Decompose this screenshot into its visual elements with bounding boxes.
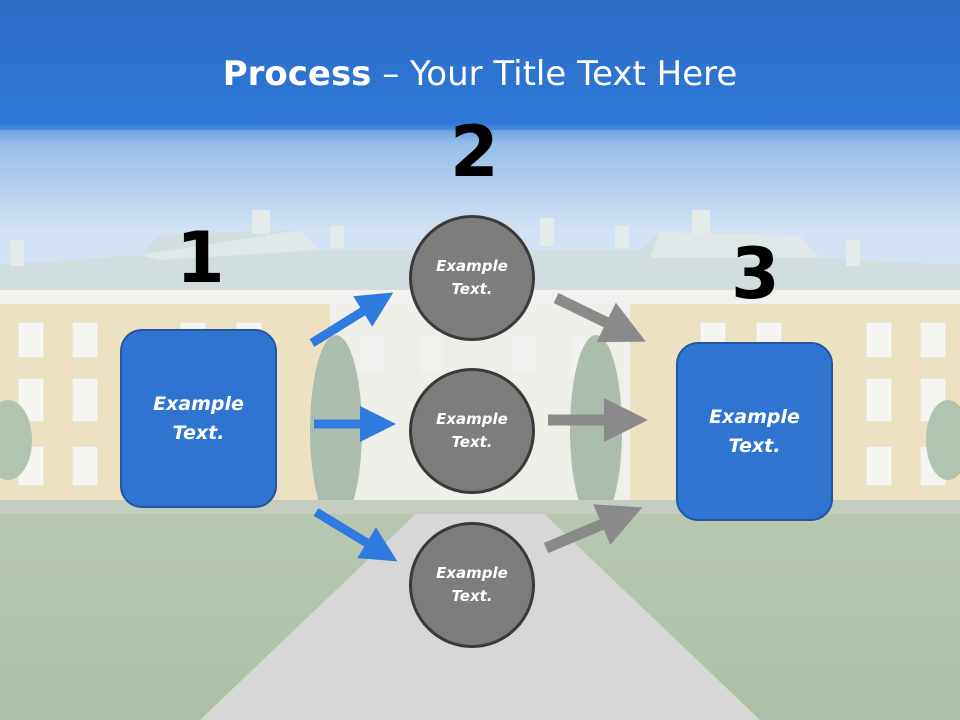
circle-middle-text: Example Text. (436, 410, 508, 451)
arrow-blue-up (309, 292, 394, 347)
right-box-text: Example Text. (709, 405, 800, 457)
step-number-1: 1 (176, 217, 225, 299)
right-process-box: Example Text. (676, 342, 833, 521)
title-rest: – Your Title Text Here (371, 54, 738, 94)
circle-top-text: Example Text. (436, 257, 508, 298)
process-circle-bottom: Example Text. (409, 522, 535, 648)
arrow-gray-top (553, 293, 646, 343)
circle-bottom-text: Example Text. (436, 564, 508, 605)
left-box-text: Example Text. (153, 392, 244, 444)
slide-title: Process – Your Title Text Here (0, 52, 960, 96)
arrow-blue-down (313, 508, 398, 562)
title-bold: Process (222, 54, 372, 94)
left-process-box: Example Text. (120, 329, 277, 508)
step-number-3: 3 (731, 233, 780, 315)
process-circle-middle: Example Text. (409, 368, 535, 494)
process-circle-top: Example Text. (409, 215, 535, 341)
arrow-gray-bottom (543, 504, 643, 554)
step-number-2: 2 (450, 111, 499, 193)
